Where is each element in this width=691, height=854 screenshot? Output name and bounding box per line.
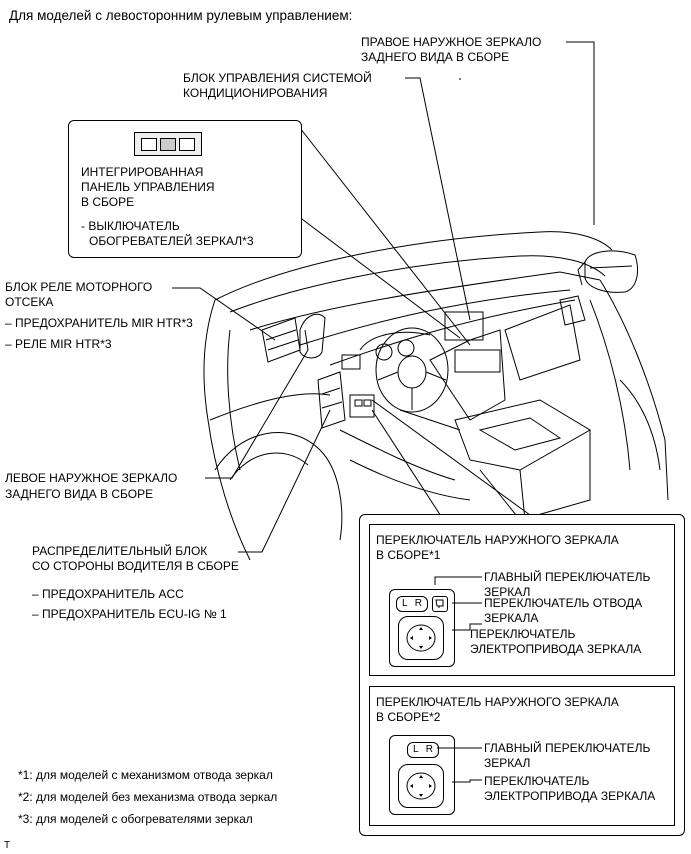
- integrated-panel-label-2: ПАНЕЛЬ УПРАВЛЕНИЯ: [81, 180, 215, 194]
- main-switch-1-label-1: ГЛАВНЫЙ ПЕРЕКЛЮЧАТЕЛЬ: [484, 570, 651, 584]
- switch-box-2-leaders: [437, 747, 482, 783]
- left-mirror-label-1: ЛЕВОЕ НАРУЖНОЕ ЗЕРКАЛО: [5, 471, 178, 485]
- engine-relay-leader: [172, 287, 276, 341]
- acc-fuse-label: – ПРЕДОХРАНИТЕЛЬ ACC: [32, 587, 184, 601]
- switch-box-1-title-2: В СБОРЕ*1: [376, 548, 441, 562]
- ac-control-leader: [405, 77, 471, 321]
- mirror-retract-icon: [435, 599, 444, 608]
- mirror-adjust-pad-1[interactable]: [398, 616, 444, 660]
- switch-box-2-title-2: В СБОРЕ*2: [376, 710, 441, 724]
- mirror-adjust-pad-2[interactable]: [398, 764, 444, 808]
- mirror-heater-button-icon: [160, 138, 176, 151]
- integrated-panel-label-1: ИНТЕГРИРОВАННАЯ: [81, 165, 204, 179]
- main-switch-1-label-2: ЗЕРКАЛ: [484, 585, 531, 599]
- mirror-switch-box-2: ПЕРЕКЛЮЧАТЕЛЬ НАРУЖНОГО ЗЕРКАЛА В СБОРЕ*…: [369, 686, 675, 826]
- dashboard-top-line: [249, 271, 601, 331]
- lr-selector-2[interactable]: L R: [407, 742, 439, 758]
- integrated-panel-label-3: В СБОРЕ: [81, 195, 135, 209]
- retract-switch-label-2: ЗЕРКАЛА: [484, 611, 539, 625]
- lr-selector-1[interactable]: L R: [396, 596, 428, 612]
- driver-junction-leader: [238, 409, 331, 553]
- main-switch-2-label-2: ЗЕРКАЛ: [484, 756, 531, 770]
- engine-relay-label-2: ОТСЕКА: [5, 295, 54, 309]
- integrated-panel-thumbnail: [134, 132, 202, 156]
- switch-box-2-title-1: ПЕРЕКЛЮЧАТЕЛЬ НАРУЖНОГО ЗЕРКАЛА: [376, 695, 619, 709]
- key-l[interactable]: L: [402, 598, 408, 609]
- mirror-switch-callout-box: ПЕРЕКЛЮЧАТЕЛЬ НАРУЖНОГО ЗЕРКАЛА В СБОРЕ*…: [359, 514, 685, 836]
- panel-button-icon: [141, 138, 157, 151]
- right-mirror-leader: [566, 41, 595, 225]
- left-wheel-arch: [214, 432, 343, 541]
- corner-mark: T: [4, 840, 11, 851]
- right-mirror-label-1: ПРАВОЕ НАРУЖНОЕ ЗЕРКАЛО: [361, 35, 542, 49]
- switch-box-1-title-1: ПЕРЕКЛЮЧАТЕЛЬ НАРУЖНОГО ЗЕРКАЛА: [376, 533, 619, 547]
- right-mirror-shape: [584, 250, 638, 293]
- driver-junction-label-2: СО СТОРОНЫ ВОДИТЕЛЯ В СБОРЕ: [32, 559, 239, 573]
- mir-htr-fuse-label: – ПРЕДОХРАНИТЕЛЬ MIR HTR*3: [5, 316, 193, 330]
- integrated-panel-callout-box: ИНТЕГРИРОВАННАЯ ПАНЕЛЬ УПРАВЛЕНИЯ В СБОР…: [68, 120, 302, 258]
- switch-face-1: L R: [389, 589, 455, 667]
- mirror-heater-switch-label-2: ОБОГРЕВАТЕЛЕЙ ЗЕРКАЛ*3: [89, 234, 254, 248]
- switch-box-1-leaders: [434, 576, 482, 631]
- four-way-arrows-icon: [406, 624, 436, 652]
- switch-callout-line-1: [371, 399, 531, 516]
- page-header: Для моделей с левосторонним рулевым упра…: [9, 8, 353, 23]
- footnote-1: *1: для моделей с механизмом отвода зерк…: [18, 768, 273, 782]
- drive-switch-2-label-2: ЭЛЕКТРОПРИВОДА ЗЕРКАЛА: [484, 789, 656, 803]
- center-stack: [429, 329, 506, 421]
- mirror-heater-switch-label-1: - ВЫКЛЮЧАТЕЛЬ: [81, 219, 180, 233]
- center-console: [454, 399, 591, 471]
- key-r[interactable]: R: [425, 744, 433, 755]
- switch-callout-line-2: [371, 409, 451, 531]
- steering-wheel: [375, 327, 449, 413]
- left-body-outline: [203, 299, 251, 561]
- mir-htr-relay-label: – РЕЛЕ MIR HTR*3: [5, 337, 112, 351]
- left-mirror-label-2: ЗАДНЕГО ВИДА В СБОРЕ: [5, 487, 154, 501]
- driver-junction-label-1: РАСПРЕДЕЛИТЕЛЬНЫЙ БЛОК: [32, 544, 208, 558]
- windshield-top-line: [214, 231, 613, 301]
- retract-switch-label-1: ПЕРЕКЛЮЧАТЕЛЬ ОТВОДА: [484, 596, 643, 610]
- mirror-switch-box-1: ПЕРЕКЛЮЧАТЕЛЬ НАРУЖНОГО ЗЕРКАЛА В СБОРЕ*…: [369, 524, 675, 676]
- left-mirror-leader: [205, 349, 309, 479]
- main-switch-2-label-1: ГЛАВНЫЙ ПЕРЕКЛЮЧАТЕЛЬ: [484, 741, 651, 755]
- drive-switch-1-label-1: ПЕРЕКЛЮЧАТЕЛЬ: [470, 627, 576, 641]
- driver-junction-block: [317, 371, 346, 429]
- ac-button-icon: [179, 138, 195, 151]
- drive-switch-2-label-1: ПЕРЕКЛЮЧАТЕЛЬ: [484, 774, 590, 788]
- ac-control-label-2: КОНДИЦИОНИРОВАНИЯ: [183, 86, 328, 100]
- key-r[interactable]: R: [414, 598, 422, 609]
- drive-switch-1-label-2: ЭЛЕКТРОПРИВОДА ЗЕРКАЛА: [470, 642, 642, 656]
- left-mirror-shape: [299, 313, 326, 359]
- right-mirror-label-2: ЗАДНЕГО ВИДА В СБОРЕ: [361, 50, 510, 64]
- footnote-3: *3: для моделей с обогревателями зеркал: [18, 812, 253, 826]
- ac-control-label-1: БЛОК УПРАВЛЕНИЯ СИСТЕМОЙ: [183, 71, 372, 85]
- key-l[interactable]: L: [413, 744, 419, 755]
- retract-button[interactable]: [432, 596, 448, 612]
- four-way-arrows-icon: [406, 772, 436, 800]
- ecu-ig-fuse-label: – ПРЕДОХРАНИТЕЛЬ ECU-IG № 1: [32, 607, 227, 621]
- engine-relay-label-1: БЛОК РЕЛЕ МОТОРНОГО: [5, 280, 153, 294]
- footnote-2: *2: для моделей без механизма отвода зер…: [18, 790, 278, 804]
- panel-callout-line-2: [299, 127, 471, 346]
